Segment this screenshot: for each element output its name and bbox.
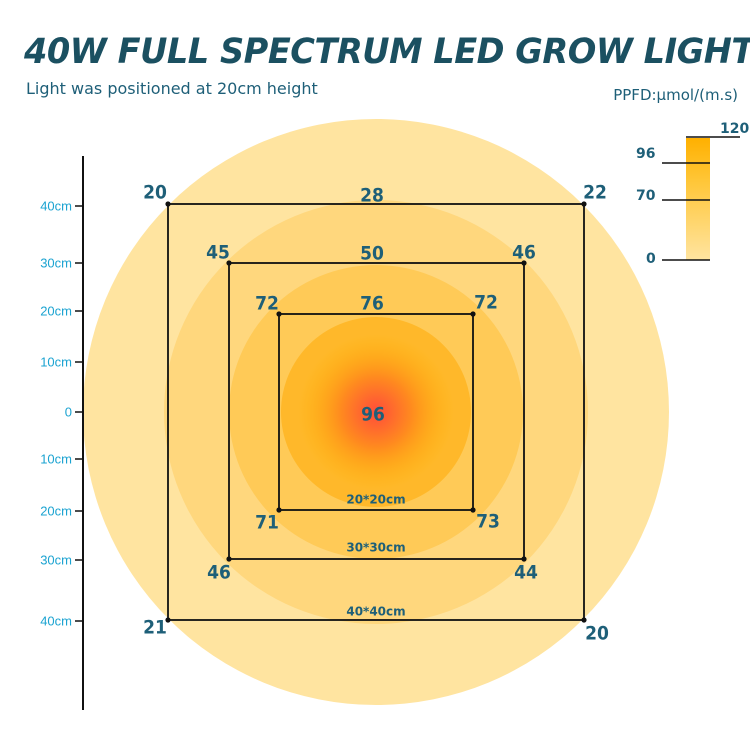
corner-value-bottom-right: 20	[585, 623, 609, 645]
corner-dot	[165, 201, 171, 207]
corner-dot	[276, 311, 282, 317]
y-axis-label: 0	[65, 404, 72, 419]
square-size-label: 40*40cm	[346, 605, 405, 619]
center-value: 96	[361, 404, 385, 426]
legend-label-96: 96	[636, 146, 655, 162]
y-axis-label: 30cm	[40, 255, 72, 270]
corner-dot	[470, 507, 476, 513]
corner-value-top-left: 20	[143, 182, 167, 204]
corner-dot	[226, 260, 232, 266]
corner-value-bottom-left: 46	[207, 562, 231, 584]
corner-dot	[470, 311, 476, 317]
measurement-square	[167, 203, 585, 621]
unit-label: PPFD:μmol/(m.s)	[613, 86, 738, 104]
corner-dot	[521, 260, 527, 266]
corner-value-bottom-right: 73	[476, 511, 500, 533]
legend-label-0: 0	[646, 251, 656, 267]
top-mid-value: 28	[360, 185, 384, 207]
corner-value-top-left: 45	[206, 242, 230, 264]
y-axis-label: 40cm	[40, 198, 72, 213]
corner-dot	[276, 507, 282, 513]
corner-dot	[165, 617, 171, 623]
measurement-squares: 20 22 21 20 28 40*40cm 45 46 46 44 50 30*30cm 72 72 71…	[143, 182, 609, 645]
corner-dot	[581, 201, 587, 207]
y-axis-label: 20cm	[40, 503, 72, 518]
y-axis-label: 40cm	[40, 613, 72, 628]
subtitle: Light was positioned at 20cm height	[26, 79, 318, 98]
measurement-square	[278, 313, 474, 511]
corner-value-bottom-right: 44	[514, 562, 538, 584]
hotspot	[298, 334, 454, 490]
page-title: 40W FULL SPECTRUM LED GROW LIGHT	[24, 32, 750, 72]
square-size-label: 20*20cm	[346, 493, 405, 507]
legend-label-70: 70	[636, 188, 656, 204]
top-mid-value: 76	[360, 293, 384, 315]
corner-value-top-right: 46	[512, 242, 536, 264]
measurement-square	[228, 262, 525, 560]
y-axis-label: 30cm	[40, 552, 72, 567]
legend-max-label: 120	[720, 121, 749, 137]
y-axis-label: 10cm	[40, 354, 72, 369]
legend-scale-bar	[686, 138, 710, 260]
corner-dot	[226, 556, 232, 562]
corner-dot	[581, 617, 587, 623]
ppfd-legend: 120 96 70 0	[636, 121, 749, 267]
corner-value-top-right: 22	[583, 182, 607, 204]
y-axis-label: 20cm	[40, 303, 72, 318]
corner-value-top-left: 72	[255, 293, 279, 315]
top-mid-value: 50	[360, 243, 384, 265]
corner-dot	[521, 556, 527, 562]
corner-value-bottom-left: 21	[143, 617, 167, 639]
corner-value-top-right: 72	[474, 292, 498, 314]
corner-value-bottom-left: 71	[255, 512, 279, 534]
y-axis-label: 10cm	[40, 451, 72, 466]
y-axis: 40cm 30cm 20cm 10cm 0 10cm 20cm 30cm 40cm	[40, 198, 83, 628]
square-size-label: 30*30cm	[346, 541, 405, 555]
